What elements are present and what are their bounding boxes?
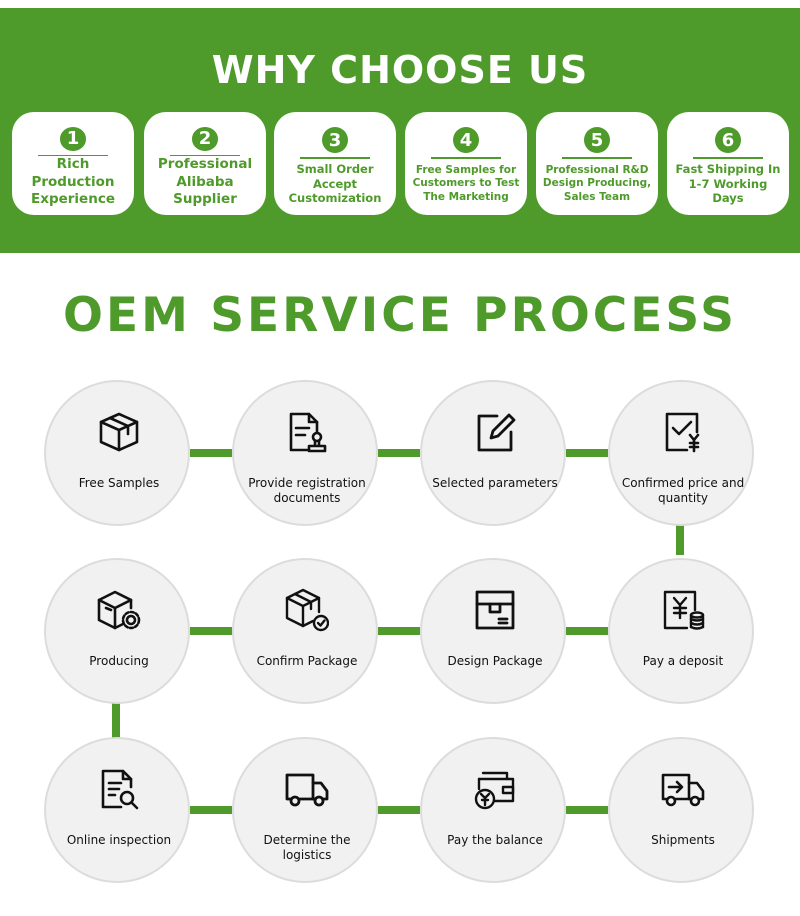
step-online-inspection: Online inspection xyxy=(44,737,190,883)
box-icon xyxy=(97,410,141,454)
connector xyxy=(190,806,232,814)
step-confirm-package: Confirm Package xyxy=(232,558,378,704)
step-shipments: Shipments xyxy=(608,737,754,883)
number-badge: 4 xyxy=(453,127,479,153)
why-card-6: 6 Fast Shipping In 1-7 Working Days xyxy=(667,112,789,215)
why-card-text: Professional Alibaba Supplier xyxy=(157,156,253,208)
why-card-3: 3 Small Order Accept Customization xyxy=(274,112,396,215)
package-design-icon xyxy=(473,588,517,632)
step-label: Pay the balance xyxy=(447,833,543,847)
box-gear-icon xyxy=(97,588,141,632)
why-choose-us-title: WHY CHOOSE US xyxy=(211,48,589,92)
step-pay-balance: Pay the balance xyxy=(420,737,566,883)
divider xyxy=(562,157,632,159)
connector xyxy=(112,702,120,738)
delivery-truck-icon xyxy=(661,767,705,811)
step-label: Confirm Package xyxy=(256,654,358,668)
step-determine-logistics: Determine the logistics xyxy=(232,737,378,883)
step-label: Provide registration documents xyxy=(248,476,366,505)
connector xyxy=(566,449,608,457)
connector xyxy=(566,806,608,814)
step-label: Determine the logistics xyxy=(263,833,351,862)
divider xyxy=(170,154,240,157)
divider xyxy=(300,157,370,159)
step-label: Producing xyxy=(89,654,149,668)
yen-coins-icon xyxy=(661,588,705,632)
divider xyxy=(38,154,108,157)
step-label: Selected parameters xyxy=(432,476,558,490)
why-card-text: Small Order Accept Customization xyxy=(288,161,382,206)
divider xyxy=(431,157,501,159)
edit-icon xyxy=(473,410,517,454)
step-confirmed-price: Confirmed price and quantity xyxy=(608,380,754,526)
connector xyxy=(378,627,420,635)
number-badge: 1 xyxy=(60,127,86,151)
connector xyxy=(378,806,420,814)
connector xyxy=(676,524,684,555)
step-design-package: Design Package xyxy=(420,558,566,704)
box-check-icon xyxy=(285,588,329,632)
divider xyxy=(693,157,763,159)
why-card-text: Fast Shipping In 1-7 Working Days xyxy=(675,161,781,206)
number-badge: 3 xyxy=(322,127,348,153)
wallet-yen-icon xyxy=(473,767,517,811)
step-label: Design Package xyxy=(447,654,543,668)
step-producing: Producing xyxy=(44,558,190,704)
connector xyxy=(190,449,232,457)
why-card-2: 2 Professional Alibaba Supplier xyxy=(144,112,266,215)
oem-process-title: OEM SERVICE PROCESS xyxy=(63,288,737,343)
step-free-samples: Free Samples xyxy=(44,380,190,526)
why-card-text: Professional R&D Design Producing, Sales… xyxy=(542,163,652,203)
document-search-icon xyxy=(97,767,141,811)
why-card-1: 1 Rich Production Experience xyxy=(12,112,134,215)
connector xyxy=(190,627,232,635)
step-provide-documents: Provide registration documents xyxy=(232,380,378,526)
number-badge: 6 xyxy=(715,127,741,153)
step-selected-parameters: Selected parameters xyxy=(420,380,566,526)
step-label: Confirmed price and quantity xyxy=(621,476,745,505)
why-card-4: 4 Free Samples for Customers to Test The… xyxy=(405,112,527,215)
checklist-yen-icon xyxy=(661,410,705,454)
step-label: Pay a deposit xyxy=(642,654,724,668)
step-label: Online inspection xyxy=(66,833,172,847)
document-stamp-icon xyxy=(285,410,329,454)
truck-icon xyxy=(285,767,329,811)
step-pay-deposit: Pay a deposit xyxy=(608,558,754,704)
why-card-text: Rich Production Experience xyxy=(31,156,115,208)
why-card-text: Free Samples for Customers to Test The M… xyxy=(412,163,520,203)
connector xyxy=(566,627,608,635)
step-label: Shipments xyxy=(651,833,715,847)
connector xyxy=(378,449,420,457)
step-label: Free Samples xyxy=(78,476,160,490)
number-badge: 5 xyxy=(584,127,610,153)
why-card-5: 5 Professional R&D Design Producing, Sal… xyxy=(536,112,658,215)
number-badge: 2 xyxy=(192,127,218,151)
